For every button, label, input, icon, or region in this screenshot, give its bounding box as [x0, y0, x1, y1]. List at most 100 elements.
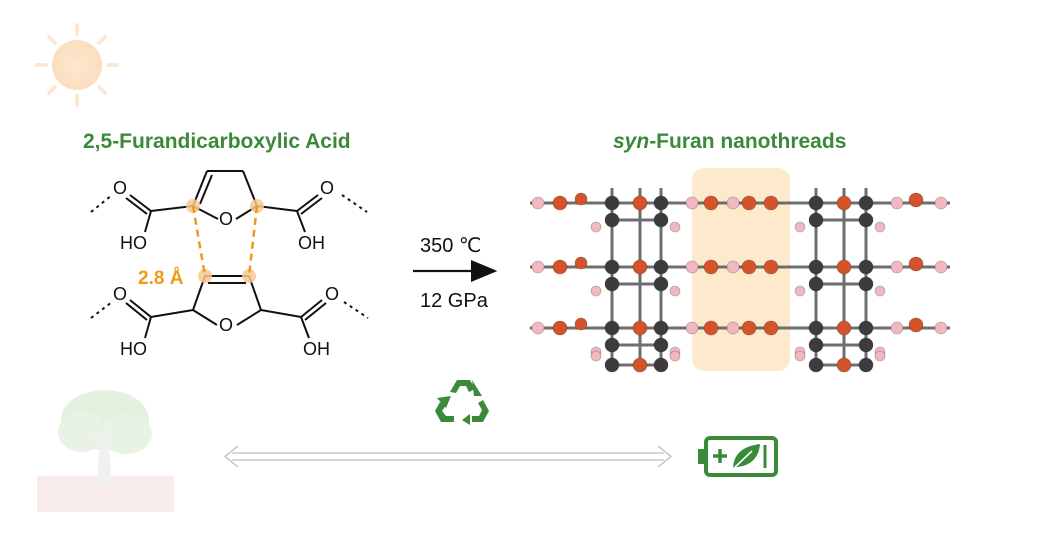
product-title-prefix: syn [613, 130, 650, 153]
oxygen-atom [552, 259, 568, 275]
oxygen-atom [703, 259, 719, 275]
sun-icon [35, 23, 119, 107]
atom-label-oh: OH [303, 339, 330, 359]
carbon-atom [858, 337, 874, 353]
hydrogen-atom [669, 221, 681, 233]
hydrogen-atom [726, 260, 740, 274]
hydrogen-atom [890, 196, 904, 210]
carbon-atom [653, 195, 669, 211]
hydrogen-atom [794, 350, 806, 362]
hydrogen-atom [590, 221, 602, 233]
oxygen-atom [763, 195, 779, 211]
fdca-lower-molecule [90, 275, 369, 339]
atom-label-o: O [113, 178, 128, 198]
oxygen-atom [763, 320, 779, 336]
carbon-atom [604, 320, 620, 336]
carbon-atom [858, 212, 874, 228]
atom-label-ho: HO [120, 233, 147, 253]
carbon-atom [653, 212, 669, 228]
oxygen-atom [703, 320, 719, 336]
carbon-atom [653, 337, 669, 353]
oxygen-atom [836, 357, 852, 373]
eco-battery-icon [698, 436, 778, 477]
hydrogen-atom [794, 221, 806, 233]
product-title: syn-Furan nanothreads [613, 130, 846, 154]
carbon-atom [653, 259, 669, 275]
hydrogen-atom [531, 260, 545, 274]
oxygen-atom [836, 195, 852, 211]
oxygen-atom [632, 259, 648, 275]
carbon-atom [808, 195, 824, 211]
stacking-distance-label: 2.8 Å [138, 268, 184, 289]
oxygen-atom [836, 320, 852, 336]
hydrogen-atom [934, 196, 948, 210]
atom-label-ho: HO [120, 339, 147, 359]
hydrogen-atom [874, 350, 886, 362]
oxygen-atom [632, 195, 648, 211]
carbon-atom [808, 337, 824, 353]
hydrogen-atom [590, 285, 602, 297]
oxygen-atom [632, 320, 648, 336]
oxygen-atom [908, 256, 924, 272]
hydrogen-atom [874, 221, 886, 233]
hydrogen-atom [934, 260, 948, 274]
hydrogen-atom [934, 321, 948, 335]
atom-label-o: O [113, 284, 128, 304]
carbon-atom [808, 212, 824, 228]
hydrogen-atom [531, 196, 545, 210]
carbon-atom [808, 276, 824, 292]
carbon-atom [808, 357, 824, 373]
hydrogen-atom [726, 321, 740, 335]
oxygen-atom [836, 259, 852, 275]
hydrogen-atom [685, 321, 699, 335]
carbon-atom [604, 212, 620, 228]
oxygen-atom [703, 195, 719, 211]
atom-label-o: O [320, 178, 335, 198]
carbon-atom [858, 320, 874, 336]
reaction-temperature: 350 ℃ [420, 235, 482, 257]
product-title-suffix: -Furan nanothreads [649, 130, 847, 153]
carbon-atom [808, 320, 824, 336]
hydrogen-atom [874, 285, 886, 297]
oxygen-atom [741, 195, 757, 211]
carbon-atom [653, 276, 669, 292]
atom-label-oh: OH [298, 233, 325, 253]
hydrogen-atom [685, 196, 699, 210]
recycle-icon [435, 380, 489, 425]
carbon-atom [604, 357, 620, 373]
hydrogen-atom [890, 321, 904, 335]
oxygen-atom [632, 357, 648, 373]
hydrogen-atom [669, 285, 681, 297]
hydrogen-atom [794, 285, 806, 297]
oxygen-atom [574, 192, 588, 206]
carbon-atom [808, 259, 824, 275]
hydrogen-atom [890, 260, 904, 274]
atom-label-o: O [219, 315, 234, 335]
carbon-atom [604, 195, 620, 211]
carbon-atom [653, 320, 669, 336]
hydrogen-atom [669, 350, 681, 362]
oxygen-atom [552, 320, 568, 336]
oxygen-atom [908, 192, 924, 208]
carbon-atom [858, 276, 874, 292]
carbon-atom [858, 195, 874, 211]
hydrogen-atom [590, 350, 602, 362]
oxygen-atom [763, 259, 779, 275]
carbon-atom [858, 259, 874, 275]
carbon-atom [604, 276, 620, 292]
carbon-atom [858, 357, 874, 373]
atom-label-o: O [325, 284, 340, 304]
carbon-atom [604, 337, 620, 353]
atom-label-o: O [219, 209, 234, 229]
nanothread-structure [530, 188, 950, 373]
tree-icon [37, 390, 174, 512]
oxygen-atom [741, 320, 757, 336]
oxygen-atom [574, 256, 588, 270]
oxygen-atom [908, 317, 924, 333]
precursor-title: 2,5-Furandicarboxylic Acid [83, 130, 351, 153]
carbon-atom [653, 357, 669, 373]
oxygen-atom [574, 317, 588, 331]
stacking-distance-lines [186, 199, 264, 283]
